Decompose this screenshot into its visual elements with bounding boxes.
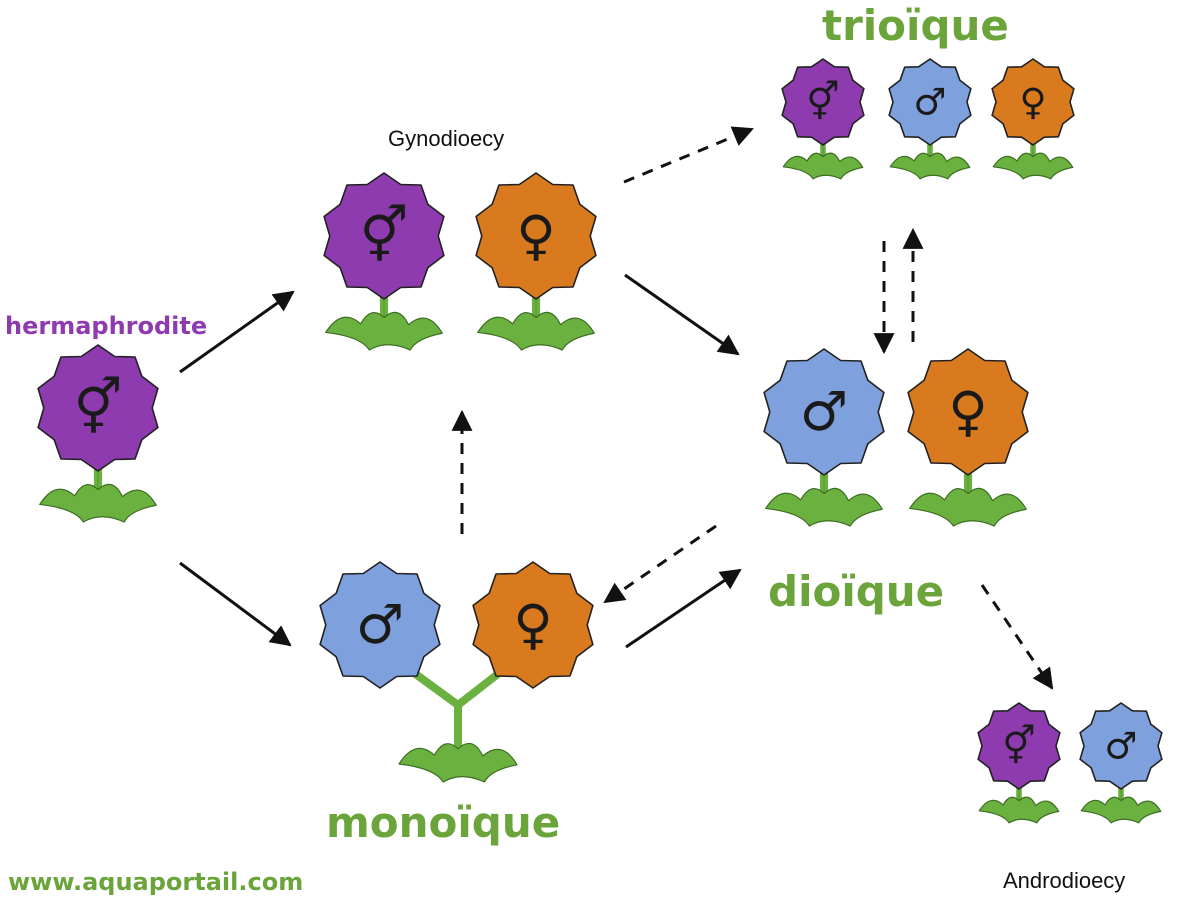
flower-icon — [37, 344, 159, 472]
flower-icon — [323, 172, 445, 300]
flower-icon — [319, 561, 441, 689]
leaf-icon — [782, 152, 864, 180]
androdioecy-label: Androdioecy — [1003, 868, 1125, 893]
plant: ♀ — [475, 172, 597, 351]
flower-icon — [977, 702, 1061, 790]
plant: ⚥ — [37, 344, 159, 523]
plant: ⚥ — [781, 58, 865, 180]
leaf-icon — [477, 311, 595, 351]
hermaphrodite-symbol: ⚥ — [1002, 725, 1035, 768]
flower-icon — [888, 58, 972, 146]
male-symbol: ♂ — [800, 380, 848, 443]
flower-icon — [907, 348, 1029, 476]
plant: ⚥ — [977, 702, 1061, 824]
leaf-icon — [325, 311, 443, 351]
arrow-gyno-to-dio — [624, 273, 740, 356]
arrows — [179, 126, 1054, 690]
flower-icon — [763, 348, 885, 476]
hermaphrodite-symbol: ⚥ — [806, 81, 839, 124]
plant: ♀ — [907, 348, 1029, 527]
leaf-icon — [992, 152, 1074, 180]
female-symbol: ♀ — [948, 380, 988, 443]
arrow-herm-to-gyno — [179, 290, 295, 374]
arrow-dio-to-andro — [980, 584, 1054, 690]
flower-icon — [475, 172, 597, 300]
website-label: www.aquaportail.com — [8, 868, 303, 896]
leaf-icon — [398, 742, 518, 783]
hermaphrodite-symbol: ⚥ — [74, 376, 123, 439]
leaf-icon — [978, 796, 1060, 824]
female-symbol: ♀ — [1019, 81, 1046, 124]
female-symbol: ♀ — [513, 593, 553, 656]
arrow-dio-to-mono — [603, 524, 717, 604]
leaf-icon — [1080, 796, 1162, 824]
dioique-label: dioïque — [768, 567, 944, 616]
female-symbol: ♀ — [516, 204, 556, 267]
hermaphrodite-label: hermaphrodite — [5, 312, 207, 340]
plant: ♂ — [888, 58, 972, 180]
hermaphrodite-symbol: ⚥ — [360, 204, 409, 267]
monoique-label: monoïque — [326, 798, 560, 847]
male-symbol: ♂ — [913, 81, 946, 124]
flower-icon — [1079, 702, 1163, 790]
leaf-icon — [909, 487, 1027, 527]
plant: ♂ — [763, 348, 885, 527]
arrow-mono-to-dio — [625, 568, 742, 649]
plant: ♀ — [991, 58, 1075, 180]
plant: ♂ — [1079, 702, 1163, 824]
male-symbol: ♂ — [356, 593, 404, 656]
flower-icon — [472, 561, 594, 689]
gynodioecy-label: Gynodioecy — [388, 126, 504, 151]
flower-icon — [991, 58, 1075, 146]
monoique-plant: ♂♀ — [319, 561, 594, 783]
arrow-gyno-to-trio — [623, 126, 754, 184]
leaf-icon — [889, 152, 971, 180]
plant: ⚥ — [323, 172, 445, 351]
leaf-icon — [39, 483, 157, 523]
flower-icon — [781, 58, 865, 146]
leaf-icon — [765, 487, 883, 527]
branch-stem — [406, 666, 462, 709]
arrow-herm-to-mono — [179, 561, 292, 647]
plants: ⚥⚥♀⚥♂♀♂♀⚥♂♂♀ — [37, 58, 1163, 824]
trioique-label: trioïque — [822, 1, 1009, 50]
male-symbol: ♂ — [1104, 725, 1137, 768]
